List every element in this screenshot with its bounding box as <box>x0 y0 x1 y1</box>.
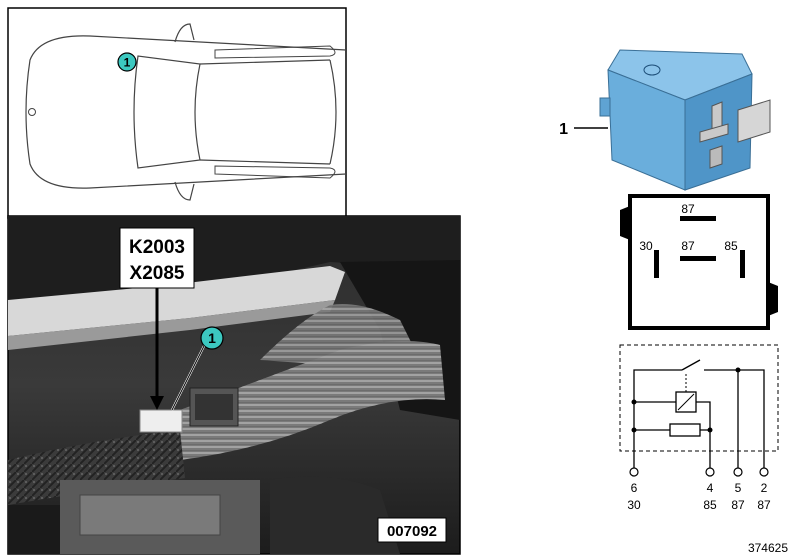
photo-number: 007092 <box>387 523 437 540</box>
car-side-window-top <box>214 45 336 59</box>
car-windshield-outline <box>133 55 201 169</box>
component-pointer-arrowhead <box>150 396 164 410</box>
relay-callout-number: 1 <box>559 121 568 138</box>
schematic-terminal-label-30: 30 <box>627 498 641 512</box>
schematic-junction-resistor-right <box>707 427 713 433</box>
relay-illustration: 1 <box>559 49 771 191</box>
photo-lower-right-pipe <box>270 476 400 554</box>
schematic-pin-number-2: 2 <box>761 481 768 495</box>
relay-pin-3 <box>699 123 729 143</box>
pin-label-87-middle: 87 <box>681 239 695 253</box>
photo-taped-harness <box>8 430 185 505</box>
photo-cable-bundle <box>180 341 445 460</box>
photo-light-beam <box>8 266 345 336</box>
car-mirror-bottom <box>174 181 195 201</box>
photo-callout-circle <box>200 326 224 350</box>
photo-lower-left-dark <box>8 505 60 554</box>
photo-panel: K2003 X2085 1 007092 <box>7 215 461 555</box>
relay-logo <box>643 64 661 76</box>
car-mirror-top <box>174 23 195 43</box>
photo-connector-pins <box>195 394 233 420</box>
schematic-junction-coil <box>631 399 637 405</box>
component-label-box <box>119 227 195 289</box>
schematic-dashed-border <box>619 344 779 452</box>
schematic-pin-number-5: 5 <box>735 481 742 495</box>
pin-87-top <box>680 216 716 221</box>
schematic-terminal-label-87a: 87 <box>731 498 745 512</box>
photo-beam-shadow <box>8 300 335 350</box>
pin-label-87-top: 87 <box>681 202 695 216</box>
photo-lower-plate-detail <box>79 494 221 536</box>
photo-number-box <box>377 517 447 543</box>
component-code-k2003: K2003 <box>129 237 185 258</box>
pin-label-30: 30 <box>639 239 653 253</box>
schematic-coil-diagonal <box>677 393 695 411</box>
schematic-terminal-4 <box>705 467 715 477</box>
schematic-resistor <box>669 423 701 437</box>
schematic-wire-coil <box>634 401 711 470</box>
car-body-outline <box>25 35 347 189</box>
schematic-terminal-label-87b: 87 <box>757 498 771 512</box>
photo-cable-fanout <box>260 304 420 365</box>
diagram-number: 374625 <box>748 541 788 555</box>
pin-label-85: 85 <box>724 239 738 253</box>
pin-85 <box>740 250 745 278</box>
schematic-terminal-2 <box>759 467 769 477</box>
pin-30 <box>654 250 659 278</box>
relay-pin-4 <box>709 145 723 169</box>
car-callout-circle <box>117 52 137 72</box>
schematic-junction-resistor-left <box>631 427 637 433</box>
car-rear-window <box>329 59 337 165</box>
car-outline-panel: 1 <box>7 7 347 219</box>
schematic-pin-number-6: 6 <box>631 481 638 495</box>
car-roof-line-bottom <box>199 159 331 165</box>
pin-diagram-notch-left <box>620 206 630 240</box>
schematic-switch-blade <box>681 359 701 371</box>
car-side-window-bottom <box>214 165 336 179</box>
pin-diagram-frame <box>628 194 770 330</box>
pin-diagram-notch-right <box>768 282 778 316</box>
schematic-wire-87-a <box>704 369 765 470</box>
relay-pin-2 <box>737 99 771 143</box>
schematic-pin-number-4: 4 <box>707 481 714 495</box>
car-callout-number: 1 <box>124 56 131 70</box>
photo-callout-number: 1 <box>208 330 216 346</box>
relay-schematic: 6 4 5 2 30 85 87 87 <box>619 344 779 512</box>
photo-white-relay <box>139 409 183 433</box>
car-roof-line-top <box>199 59 331 65</box>
relay-left-tab <box>599 97 611 117</box>
pin-87-middle <box>680 256 716 261</box>
schematic-junction-87 <box>735 367 741 373</box>
component-code-x2085: X2085 <box>130 263 185 284</box>
schematic-terminal-label-85: 85 <box>703 498 717 512</box>
schematic-wire-30 <box>633 369 682 470</box>
relay-pin-diagram: 87 30 87 85 <box>620 194 778 330</box>
schematic-terminal-6 <box>629 467 639 477</box>
photo-callout-leader-core <box>171 345 205 411</box>
car-hood-marker <box>28 108 36 116</box>
schematic-terminal-5 <box>733 467 743 477</box>
